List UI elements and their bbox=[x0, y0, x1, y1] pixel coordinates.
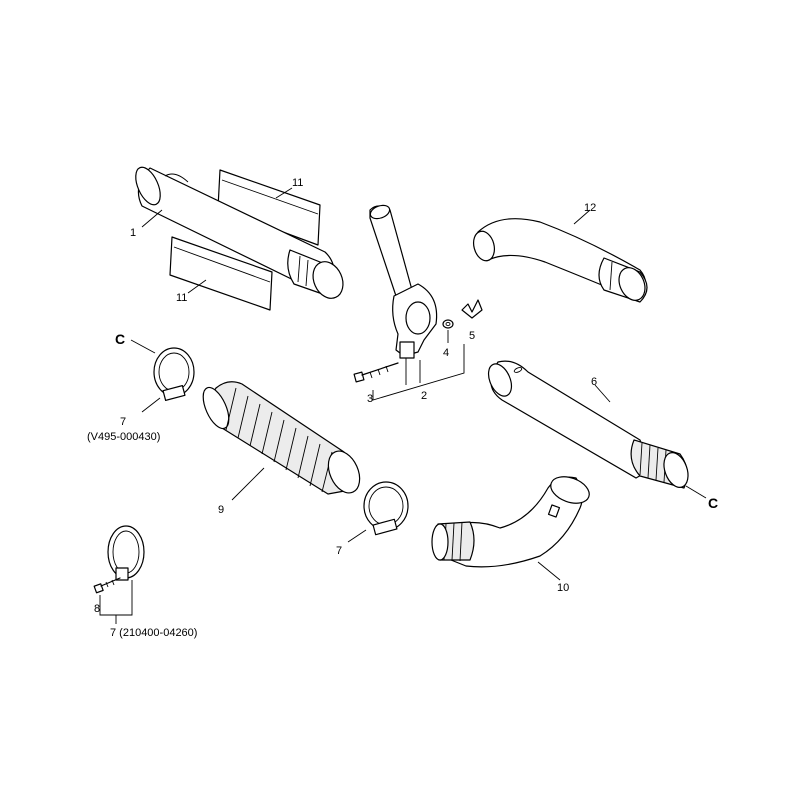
callout-7-middle: 7 bbox=[336, 545, 342, 557]
tube-1 bbox=[135, 166, 344, 299]
callout-2: 2 bbox=[421, 390, 427, 402]
clamp-7-upper bbox=[153, 347, 195, 402]
leader-lines bbox=[99, 187, 707, 624]
callout-11-lower: 11 bbox=[176, 292, 187, 304]
callout-7-lower: 7 (210400-04260) bbox=[110, 627, 197, 639]
callout-3: 3 bbox=[367, 393, 373, 405]
ref-mark-c-left: C bbox=[115, 331, 125, 347]
bolt-3 bbox=[353, 362, 399, 383]
callout-9: 9 bbox=[218, 504, 224, 516]
callout-6: 6 bbox=[591, 376, 597, 388]
part-code-clamp-7: (V495-000430) bbox=[87, 431, 160, 443]
callout-5: 5 bbox=[469, 330, 475, 342]
washer-4 bbox=[442, 319, 454, 329]
handle-2 bbox=[369, 204, 438, 359]
elbow-10 bbox=[431, 476, 590, 568]
ref-mark-c-right: C bbox=[708, 495, 718, 511]
hose-9 bbox=[202, 381, 361, 495]
sticker-11-upper bbox=[217, 169, 321, 246]
callout-7-upper: 7 bbox=[120, 416, 126, 428]
callout-4: 4 bbox=[443, 347, 449, 359]
tube-12 bbox=[472, 218, 648, 303]
callout-1: 1 bbox=[130, 227, 136, 239]
sticker-11-lower bbox=[169, 236, 273, 311]
callout-8: 8 bbox=[94, 603, 100, 615]
screw-8 bbox=[93, 577, 121, 594]
clamp-7-lower bbox=[107, 525, 145, 581]
callout-10: 10 bbox=[557, 582, 569, 594]
wing-nut-5 bbox=[461, 299, 483, 319]
clamp-7-middle bbox=[363, 481, 409, 536]
callout-11-upper: 11 bbox=[292, 177, 303, 189]
callout-12: 12 bbox=[584, 202, 596, 214]
tube-6 bbox=[487, 360, 689, 489]
